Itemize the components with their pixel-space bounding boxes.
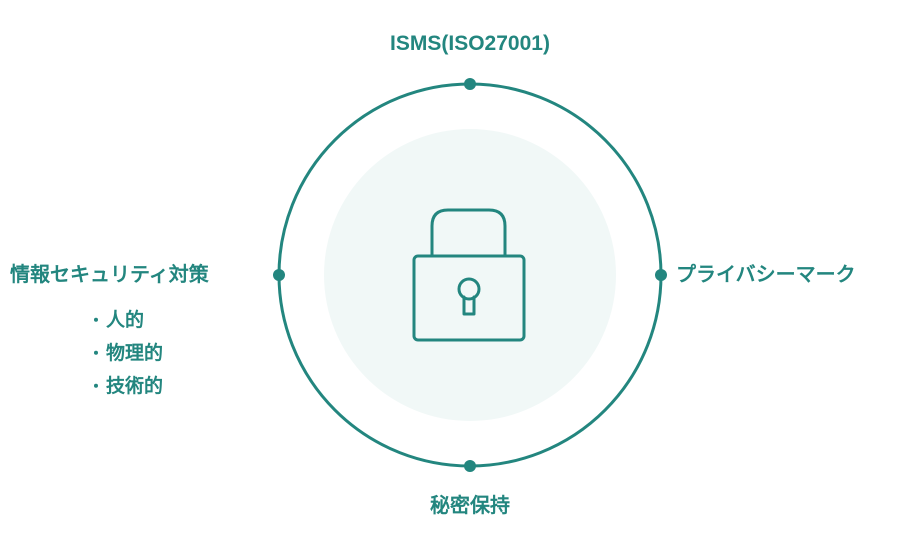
bullet-icon: ・: [88, 311, 105, 330]
infosec-measures-list: ・人的 ・物理的 ・技術的: [88, 304, 163, 403]
dot-right: [655, 269, 667, 281]
list-item-text: 人的: [106, 309, 145, 331]
privacy-mark-label: プライバシーマーク: [676, 262, 856, 286]
list-item: ・技術的: [88, 370, 163, 403]
dot-left: [273, 269, 285, 281]
dot-top: [464, 78, 476, 90]
list-item-text: 技術的: [106, 375, 164, 397]
list-item: ・人的: [88, 304, 163, 337]
confidentiality-label: 秘密保持: [430, 493, 510, 517]
list-item: ・物理的: [88, 337, 163, 370]
bullet-icon: ・: [88, 377, 105, 396]
padlock-icon: [412, 208, 526, 342]
inner-circle: [324, 129, 616, 421]
infosec-measures-label: 情報セキュリティ対策: [10, 262, 209, 286]
list-item-text: 物理的: [106, 342, 164, 364]
isms-label: ISMS(ISO27001): [390, 32, 550, 55]
bullet-icon: ・: [88, 344, 105, 363]
dot-bottom: [464, 460, 476, 472]
